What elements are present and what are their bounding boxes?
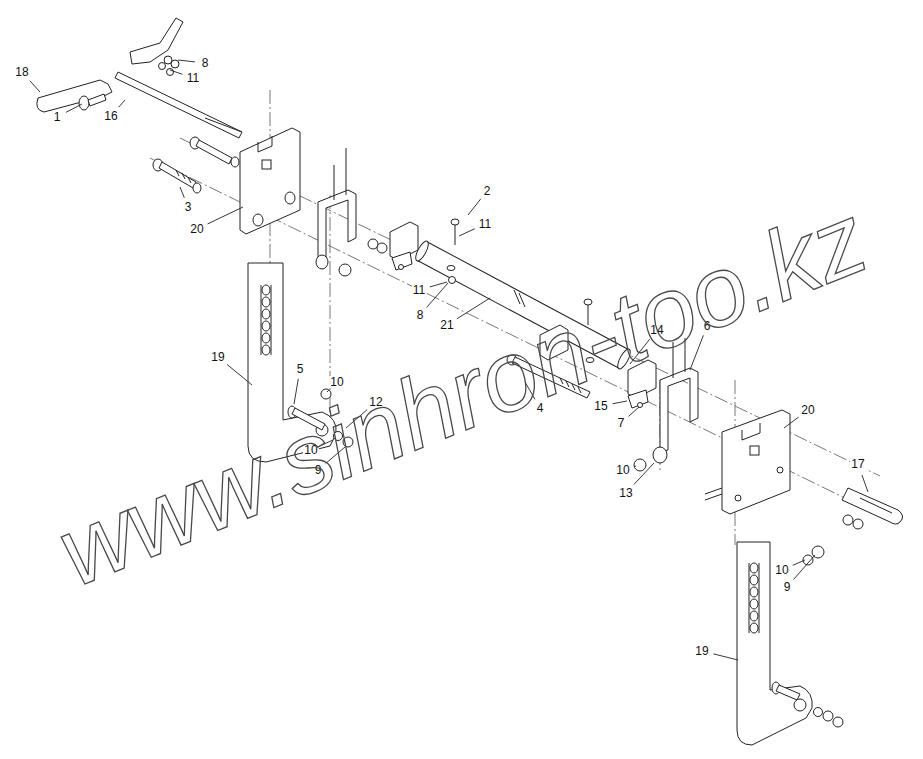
callout-number: 10 (774, 564, 789, 576)
callout-number: 19 (210, 351, 225, 363)
callout-number: 2 (483, 185, 492, 197)
leader-line (634, 466, 636, 468)
leader-line (634, 463, 654, 484)
leader-line (628, 407, 639, 416)
callout-number: 5 (296, 363, 305, 375)
leader-line (30, 81, 40, 92)
leader-line (227, 364, 252, 385)
leader-line (457, 298, 490, 319)
leader-line (427, 283, 448, 307)
callout-number: 9 (783, 581, 792, 593)
callout-number: 18 (14, 66, 29, 78)
callout-number: 10 (615, 464, 630, 476)
callout-number: 19 (694, 645, 709, 657)
leader-line (208, 207, 243, 224)
leader-line (66, 104, 82, 112)
callout-number: 3 (184, 201, 193, 213)
callout-number: 17 (850, 458, 865, 470)
leader-line (170, 70, 182, 74)
watermark: www.sinhron-too.kz (45, 188, 879, 602)
leader-line (178, 60, 195, 62)
callout-number: 7 (617, 417, 626, 429)
callout-number: 10 (329, 376, 344, 388)
leader-line (119, 100, 125, 107)
callout-number: 8 (201, 57, 210, 69)
leader-line (468, 199, 481, 215)
callout-number: 13 (618, 487, 633, 499)
leader-line (793, 560, 805, 565)
leader-line (294, 379, 298, 404)
callout-number: 16 (103, 110, 118, 122)
leader-line (612, 401, 627, 404)
callout-number: 1 (53, 111, 62, 123)
leader-line (713, 654, 738, 660)
callout-number: 11 (412, 284, 426, 296)
callout-number: 8 (416, 309, 425, 321)
callout-number: 11 (186, 72, 200, 84)
callout-number: 11 (478, 218, 492, 230)
callout-number: 15 (593, 400, 608, 412)
callout-number: 20 (189, 223, 204, 235)
leader-line (430, 282, 447, 287)
leader-line (459, 229, 475, 236)
leader-line (327, 390, 329, 392)
callout-number: 20 (800, 404, 815, 416)
leader-line (180, 187, 184, 198)
callout-number: 21 (439, 319, 454, 331)
leader-line (784, 417, 799, 428)
leader-line (862, 475, 868, 492)
leader-line (794, 555, 815, 579)
